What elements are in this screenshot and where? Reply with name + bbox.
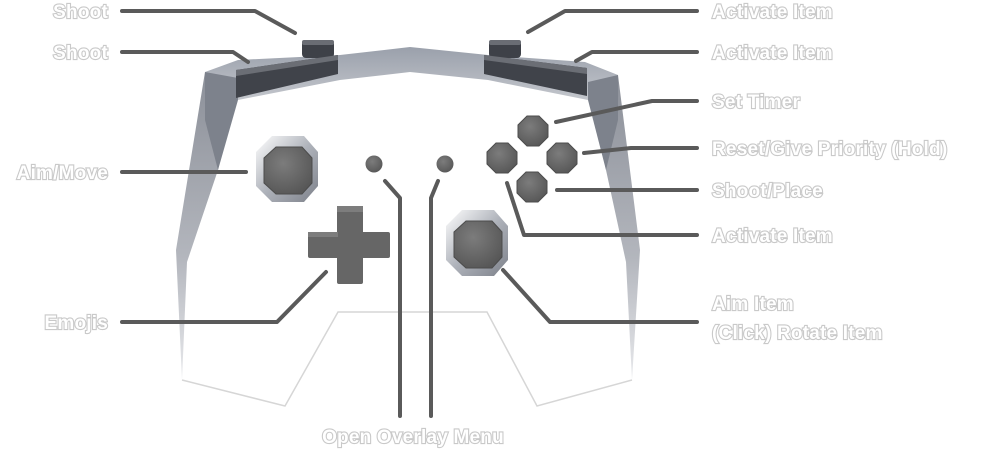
face-button-bottom (516, 171, 548, 203)
face-button-top (517, 115, 549, 147)
leader-reset (582, 146, 699, 155)
label-left-stick: Aim/Move (17, 163, 108, 184)
right-bumper (484, 55, 587, 96)
label-aim-item: Aim Item (712, 294, 794, 315)
right-center-button (436, 155, 454, 173)
face-button-right (546, 142, 578, 174)
leader-set-timer (554, 99, 699, 124)
label-overlay-menu: Open Overlay Menu (322, 427, 504, 448)
dpad (308, 206, 390, 284)
leader-activate-left (505, 181, 699, 237)
face-buttons (486, 115, 578, 203)
label-left-bumper: Shoot (53, 43, 108, 64)
right-trigger (489, 40, 521, 58)
left-center-button (365, 155, 383, 173)
left-top-shade (205, 72, 238, 170)
controller-body (176, 47, 640, 407)
leader-left-trigger (120, 9, 297, 35)
label-shoot-place: Shoot/Place (712, 181, 823, 202)
leader-lines (120, 9, 699, 418)
label-right-trigger: Activate Item (712, 2, 833, 23)
label-reset: Reset/Give Priority (Hold) (712, 139, 947, 160)
left-trigger (302, 40, 334, 58)
right-stick (446, 210, 508, 276)
face-button-left (486, 142, 518, 174)
leader-right-trigger (526, 9, 699, 34)
leader-right-stick (501, 268, 699, 324)
leader-center-right (429, 179, 440, 418)
bottom-outline (181, 311, 633, 407)
leader-left-bumper (120, 50, 250, 64)
label-left-trigger: Shoot (53, 2, 108, 23)
leader-dpad (120, 270, 328, 324)
leader-right-bumper (574, 50, 699, 63)
label-set-timer: Set Timer (712, 92, 800, 113)
right-grip (588, 75, 640, 380)
left-stick (256, 136, 318, 202)
label-dpad: Emojis (45, 313, 109, 334)
right-top-shade (588, 75, 618, 170)
left-bumper (236, 55, 338, 98)
label-right-bumper: Activate Item (712, 43, 833, 64)
label-rotate-item: (Click) Rotate Item (712, 323, 883, 344)
label-activate-left: Activate Item (712, 226, 833, 247)
leader-center-left (383, 179, 402, 418)
labels: Shoot Shoot Aim/Move Emojis Activate Ite… (16, 1, 949, 449)
